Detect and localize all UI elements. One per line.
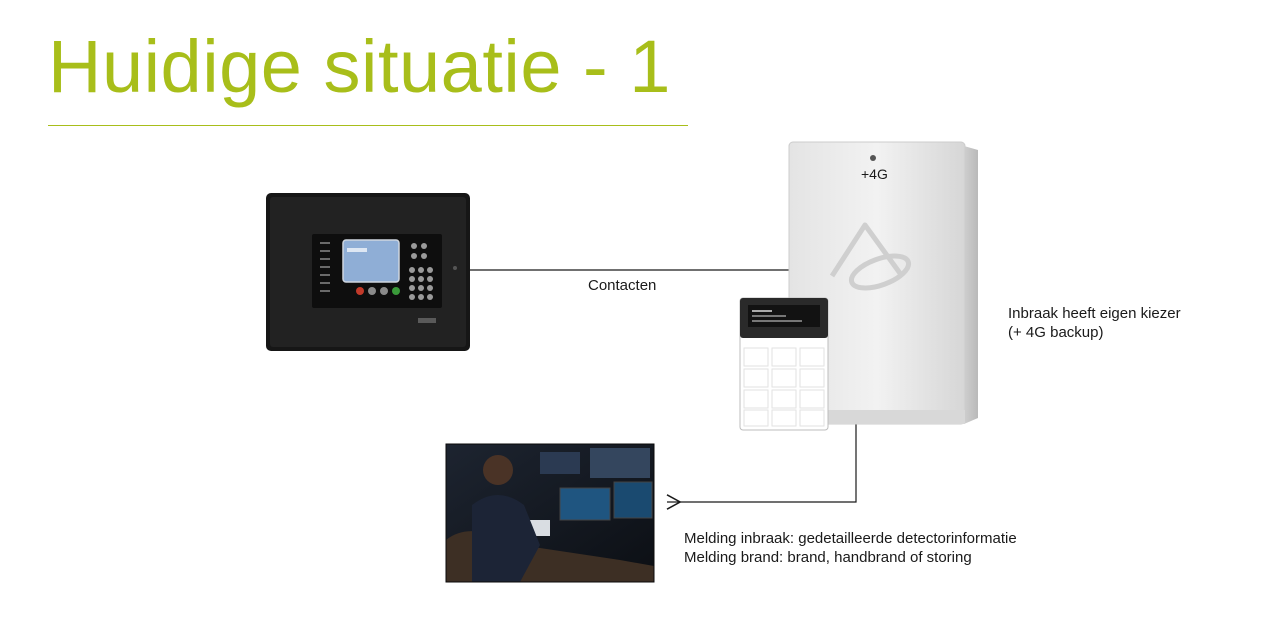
panel-alarm-button <box>356 287 364 295</box>
message-line1: Melding inbraak: gedetailleerde detector… <box>684 529 1017 548</box>
intrusion-note-line2: (+ 4G backup) <box>1008 323 1103 342</box>
panel-display-screen <box>343 240 399 282</box>
contacts-label: Contacten <box>588 276 656 295</box>
operator-head <box>483 455 513 485</box>
box-4g-label: +4G <box>861 165 888 184</box>
fire-alarm-panel <box>266 193 470 351</box>
panel-logo-plate <box>418 318 436 323</box>
intrusion-keypad <box>740 298 828 430</box>
panel-reset-button <box>392 287 400 295</box>
message-line2: Melding brand: brand, handbrand of stori… <box>684 548 972 567</box>
box-status-led <box>870 155 876 161</box>
intrusion-note-line1: Inbraak heeft eigen kiezer <box>1008 304 1181 323</box>
monitoring-center-photo <box>446 444 654 582</box>
